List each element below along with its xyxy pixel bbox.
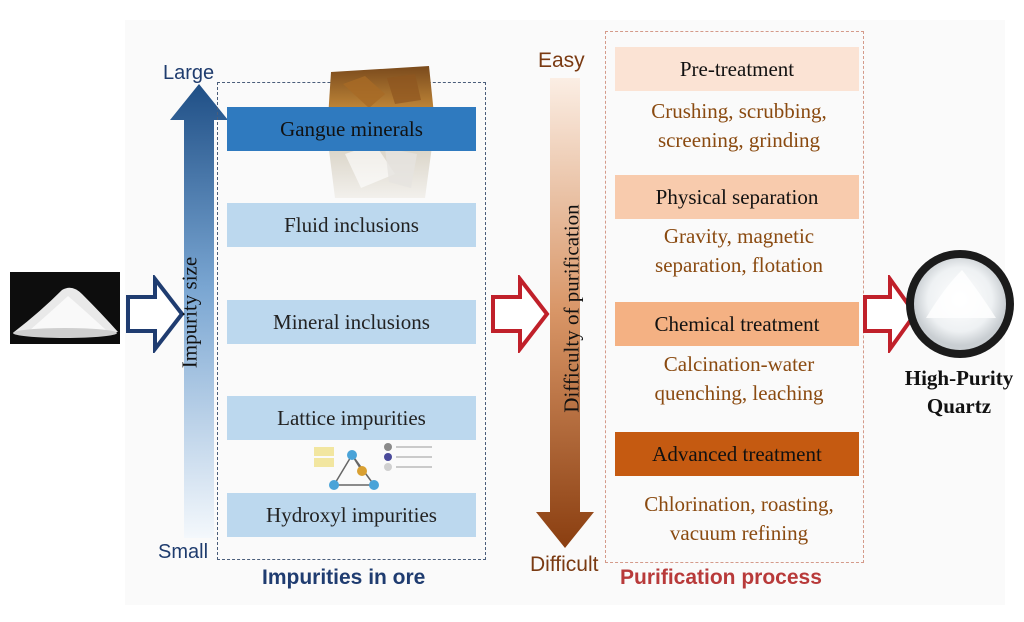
raw-quartz-powder-image bbox=[10, 272, 120, 344]
step-chemical-treatment-desc: Calcination-water quenching, leaching bbox=[615, 350, 863, 408]
difficulty-axis-label: Difficulty of purification bbox=[559, 204, 584, 413]
lattice-structure-illustration bbox=[314, 443, 432, 490]
output-arrow-icon bbox=[863, 275, 918, 353]
step-physical-separation: Physical separation bbox=[615, 175, 859, 219]
scale-large-label: Large bbox=[163, 62, 215, 84]
desc-line: Crushing, scrubbing, bbox=[651, 99, 827, 123]
step-pre-treatment: Pre-treatment bbox=[615, 47, 859, 91]
desc-line: screening, grinding bbox=[657, 128, 821, 152]
impurity-size-arrow bbox=[170, 84, 228, 538]
high-purity-quartz-label: High-Purity Quartz bbox=[893, 364, 1024, 420]
impurity-size-axis-label: Impurity size bbox=[177, 256, 202, 369]
step-pre-treatment-desc: Crushing, scrubbing, screening, grinding bbox=[615, 97, 863, 155]
purification-caption: Purification process bbox=[620, 566, 822, 589]
output-label-line2: Quartz bbox=[926, 394, 992, 418]
impurity-hydroxyl-impurities: Hydroxyl impurities bbox=[227, 493, 476, 537]
desc-line: separation, flotation bbox=[655, 253, 823, 277]
scale-small-label: Small bbox=[158, 541, 209, 563]
desc-line: quenching, leaching bbox=[654, 381, 824, 405]
difficulty-arrow bbox=[536, 78, 594, 548]
impurity-fluid-inclusions: Fluid inclusions bbox=[227, 203, 476, 247]
desc-line: Chlorination, roasting, bbox=[644, 492, 834, 516]
scale-easy-label: Easy bbox=[538, 49, 585, 72]
step-advanced-treatment: Advanced treatment bbox=[615, 432, 859, 476]
impurity-mineral-inclusions: Mineral inclusions bbox=[227, 300, 476, 344]
impurity-lattice-impurities: Lattice impurities bbox=[227, 396, 476, 440]
output-label-line1: High-Purity bbox=[904, 366, 1014, 390]
desc-line: vacuum refining bbox=[669, 521, 809, 545]
desc-line: Gravity, magnetic bbox=[663, 224, 815, 248]
high-purity-quartz-image bbox=[906, 250, 1014, 358]
desc-line: Calcination-water bbox=[663, 352, 815, 376]
step-physical-separation-desc: Gravity, magnetic separation, flotation bbox=[615, 222, 863, 280]
scale-difficult-label: Difficult bbox=[530, 553, 599, 576]
input-arrow-icon bbox=[126, 275, 185, 353]
process-arrow-icon bbox=[491, 275, 550, 353]
impurity-gangue-minerals: Gangue minerals bbox=[227, 107, 476, 151]
impurities-caption: Impurities in ore bbox=[262, 566, 426, 589]
step-advanced-treatment-desc: Chlorination, roasting, vacuum refining bbox=[615, 490, 863, 548]
step-chemical-treatment: Chemical treatment bbox=[615, 302, 859, 346]
